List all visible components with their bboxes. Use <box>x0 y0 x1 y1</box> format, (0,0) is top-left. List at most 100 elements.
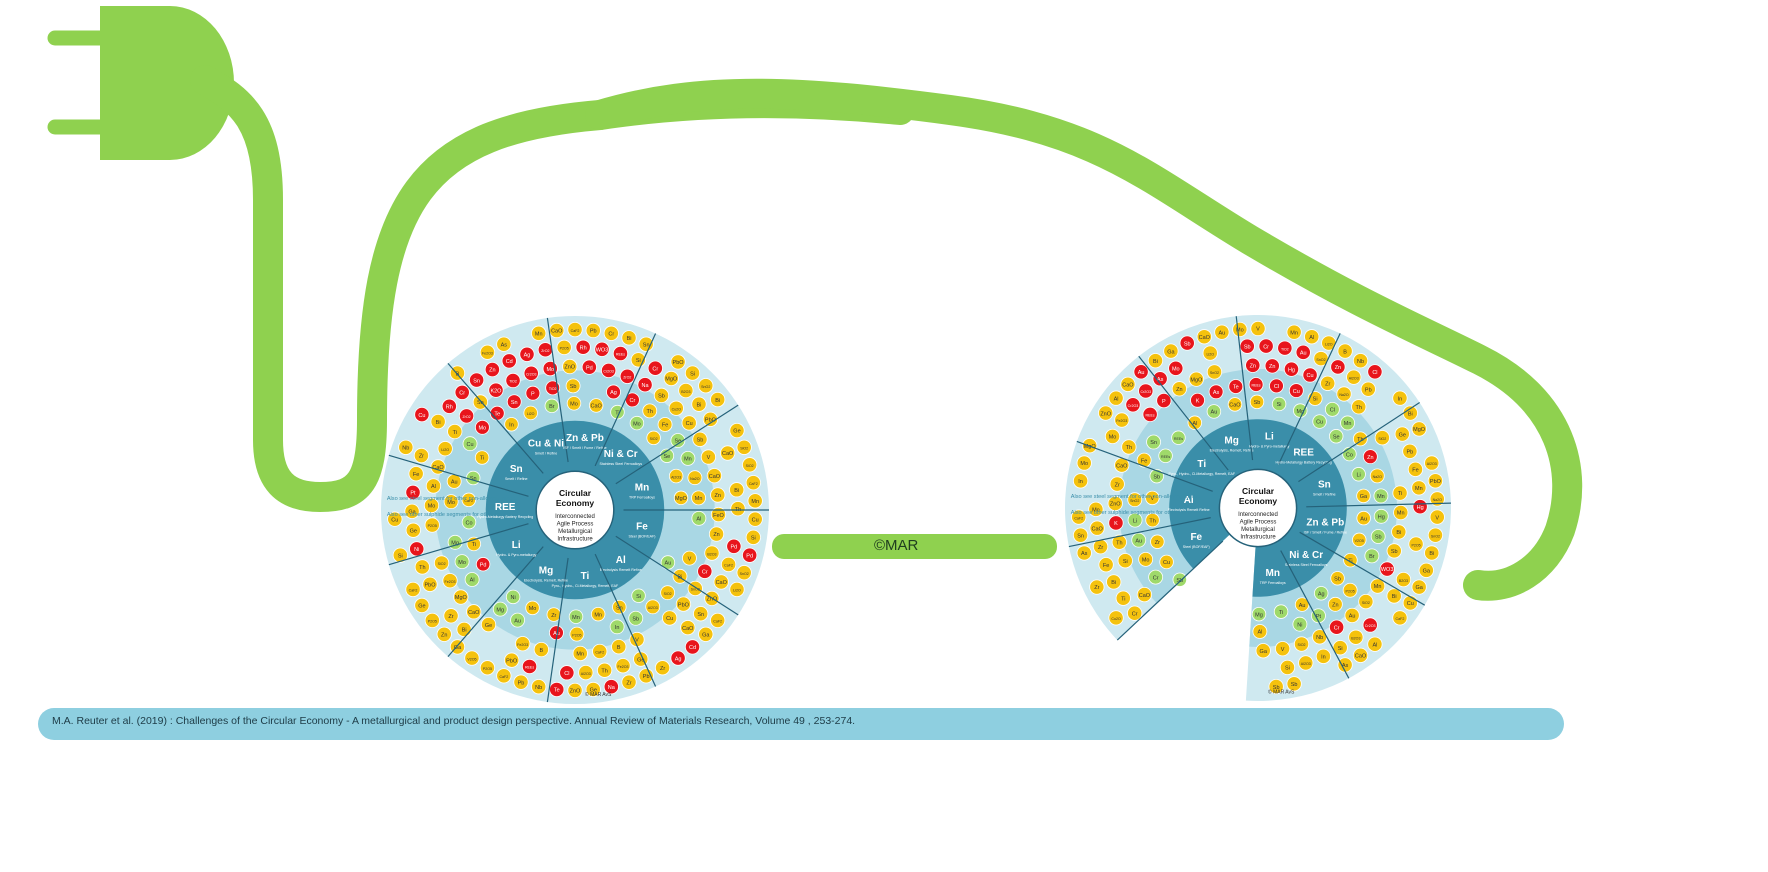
element-label: Mn <box>1344 421 1352 427</box>
element-bubble: WO3 <box>1379 561 1395 577</box>
element-label: Hg <box>1378 515 1385 521</box>
element-bubble: Si <box>1117 553 1133 569</box>
element-bubble: Al <box>691 510 707 526</box>
element-label: Cu <box>1316 420 1323 426</box>
element-label: CaF2 <box>713 620 722 624</box>
segment-sub: Steel (BOF/EAF) <box>629 535 656 539</box>
element-bubble: Zr <box>1320 375 1336 391</box>
element-bubble: CaF2 <box>461 492 476 508</box>
segment-name: Mg <box>1224 436 1238 447</box>
element-label: Ge <box>733 429 740 435</box>
element-label: Mg <box>1255 612 1263 618</box>
element-label: Fe2O3 <box>445 580 456 584</box>
element-bubble: Mn <box>691 490 706 506</box>
element-label: CaF2 <box>571 329 580 333</box>
element-bubble: P <box>525 385 541 401</box>
element-label: V <box>1256 327 1260 333</box>
element-label: Cu <box>467 442 474 448</box>
element-bubble: In <box>1392 390 1408 406</box>
element-label: Zn <box>1367 455 1373 461</box>
element-label: Sn <box>473 378 480 384</box>
hub-title: Circular <box>1242 486 1275 496</box>
element-bubble: SnO2 <box>1427 527 1444 543</box>
element-label: CaO <box>1122 383 1134 389</box>
element-bubble: Fe2O3 <box>515 636 531 652</box>
element-label: Ge <box>1399 432 1406 438</box>
element-bubble: Cd <box>501 353 517 369</box>
element-label: Ge <box>410 528 417 534</box>
element-label: Al2O3 <box>1349 376 1359 380</box>
element-bubble: Ti <box>1273 604 1289 619</box>
segment-sub: Steel (BOF/EAF) <box>1183 545 1210 549</box>
element-label: Hg <box>1288 367 1295 373</box>
element-label: Mo <box>546 367 554 373</box>
element-bubble: Mg <box>1293 403 1308 418</box>
element-bubble: Rh <box>441 398 457 414</box>
element-label: PbO <box>424 583 436 589</box>
element-label: Au <box>1138 370 1145 376</box>
element-label: Bi <box>1392 594 1397 600</box>
element-label: Bi <box>1396 530 1401 536</box>
element-label: In <box>1398 396 1403 402</box>
element-bubble: Li2O <box>1202 345 1218 361</box>
element-label: REEs <box>1252 384 1261 388</box>
element-label: SiO2 <box>1362 601 1370 605</box>
element-label: Al <box>1372 642 1377 648</box>
element-label: Cu2O <box>1111 617 1121 621</box>
element-label: P2O5 <box>1411 543 1420 547</box>
element-bubble: Si <box>684 365 701 381</box>
element-bubble: Mo <box>454 554 470 570</box>
element-label: Li <box>1356 472 1360 478</box>
element-bubble: Pb <box>585 322 601 339</box>
element-bubble: CaO <box>466 604 482 620</box>
element-label: As <box>1157 377 1164 383</box>
element-bubble: Na <box>603 679 619 695</box>
element-bubble: Fe <box>1098 557 1114 573</box>
element-label: SiO2 <box>664 592 672 596</box>
segment-sub: TRP Ferroalloys <box>1260 581 1286 585</box>
element-label: Na2O <box>1433 498 1443 502</box>
element-label: SnO2 <box>701 385 710 389</box>
element-label: Au <box>1349 614 1356 620</box>
element-label: Cl <box>1330 408 1335 414</box>
segment-sub: ISF / Smelt / Fume / Refine <box>1304 530 1347 534</box>
element-bubble: V <box>1145 490 1160 506</box>
element-bubble: Sb <box>1370 529 1386 544</box>
element-label: Cu <box>1163 560 1170 566</box>
element-bubble: REEs <box>1142 406 1158 423</box>
element-label: V <box>707 455 711 461</box>
element-label: Cu <box>666 616 673 622</box>
element-label: Fe2O3 <box>517 643 528 647</box>
element-bubble: CaO <box>549 322 565 339</box>
element-label: REEs <box>1146 414 1155 418</box>
element-label: Pb <box>590 329 597 335</box>
element-label: Te <box>554 688 560 694</box>
segment-divider <box>615 535 739 616</box>
element-bubble: Pb <box>1402 443 1418 459</box>
segment-sub: Electrolysis, Remelt, Refine <box>524 579 568 583</box>
element-label: V <box>1150 496 1154 502</box>
element-label: Mn <box>695 496 703 502</box>
element-bubble: Pd <box>475 557 491 572</box>
element-bubble: Au <box>510 612 525 628</box>
element-label: WO3 <box>596 347 609 353</box>
element-bubble: Si <box>745 529 761 545</box>
hub-line: Infrastructure <box>557 537 593 543</box>
element-label: Bi <box>697 402 702 408</box>
element-label: As <box>1342 663 1349 669</box>
element-label: Cr <box>608 331 614 337</box>
element-label: ZnO <box>1100 411 1111 417</box>
element-bubble: Mn <box>1370 578 1386 594</box>
element-label: CaF2 <box>749 482 758 486</box>
element-bubble: Pt <box>1311 608 1326 624</box>
segment-divider <box>1116 540 1224 641</box>
element-bubble: P2O5 <box>1342 582 1358 598</box>
element-bubble: ZrO2 <box>619 368 635 384</box>
element-label: Mo <box>1236 328 1244 334</box>
element-label: CaF2 <box>499 675 508 679</box>
element-label: Na2O <box>1373 475 1383 479</box>
element-bubble: Sb <box>1286 676 1302 692</box>
element-label: P <box>531 391 535 397</box>
element-bubble: CaF2 <box>745 475 761 491</box>
